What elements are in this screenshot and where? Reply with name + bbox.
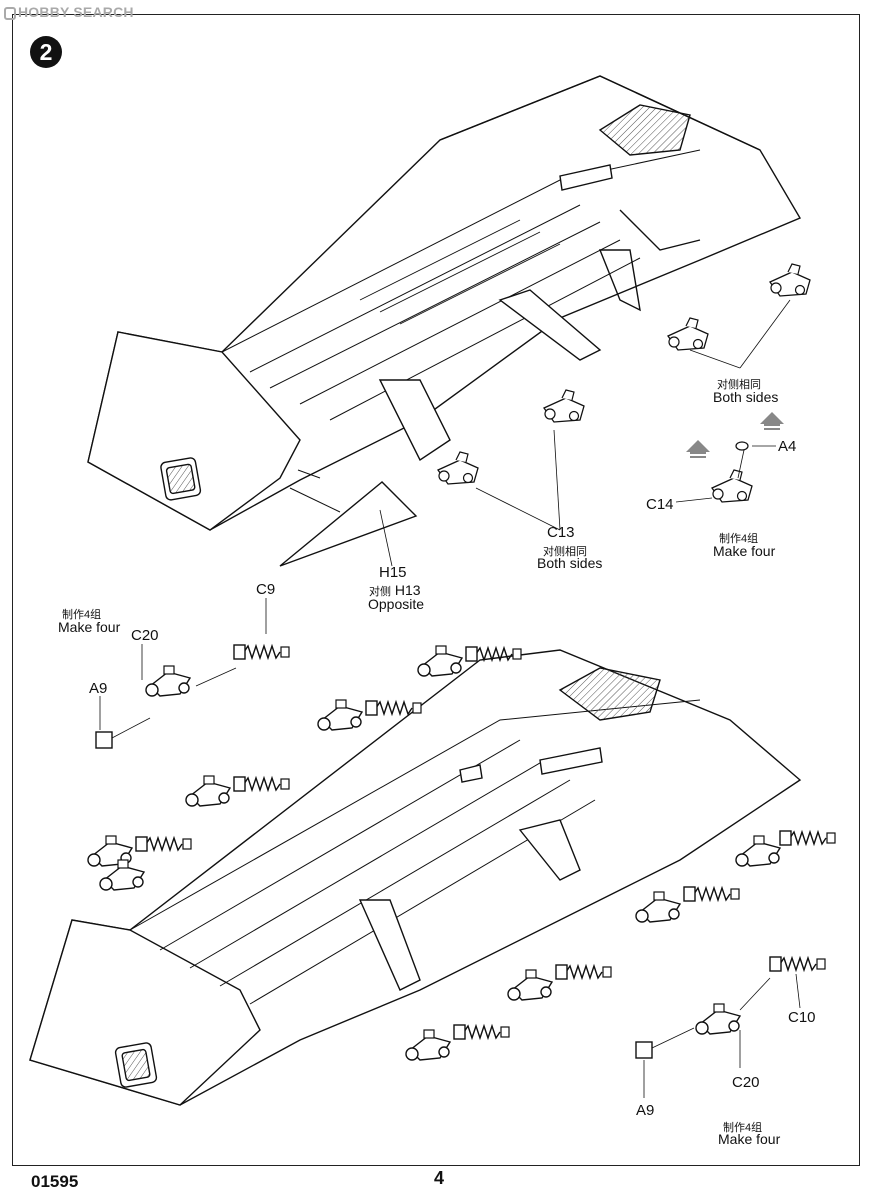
- upper-leader-lines: [379, 299, 791, 567]
- label-h13-cn: 对侧: [369, 586, 391, 598]
- page-number: 4: [434, 1168, 445, 1188]
- label-c20-right: C20: [732, 1074, 760, 1091]
- upper-hull-assembly: [87, 75, 802, 531]
- watermark: HOBBY SEARCH: [4, 4, 134, 20]
- label-opposite: Opposite: [368, 596, 425, 612]
- label-h15: H15: [379, 564, 407, 581]
- label-c13-cn: 对侧相同: [543, 546, 587, 558]
- direction-arrows: [686, 412, 784, 458]
- label-make4-top-en: Make four: [713, 543, 776, 559]
- hobby-logo-icon: [4, 7, 16, 20]
- h15-plate: [279, 481, 418, 567]
- product-code: 01595: [31, 1172, 79, 1191]
- page-border: [12, 14, 860, 1166]
- label-make4-right-en: Make four: [718, 1131, 781, 1147]
- label-c10: C10: [788, 1009, 816, 1026]
- right-exploded-parts: [635, 956, 826, 1059]
- label-a4: A4: [778, 438, 797, 455]
- watermark-text: HOBBY SEARCH: [18, 4, 134, 20]
- label-c13-en: Both sides: [537, 555, 603, 571]
- label-h13: H13: [394, 582, 421, 598]
- label-a9-left: A9: [89, 680, 108, 697]
- label-a9-right: A9: [636, 1102, 655, 1119]
- label-c14: C14: [646, 496, 674, 513]
- lower-hull-assembly: [29, 649, 802, 1106]
- label-c13: C13: [547, 524, 575, 541]
- label-make4-left-en: Make four: [58, 619, 121, 635]
- label-both-top-en: Both sides: [713, 389, 779, 405]
- label-c9: C9: [256, 581, 276, 598]
- label-both-top-cn: 对侧相同: [717, 379, 761, 391]
- label-make4-top-cn: 制作4组: [719, 533, 759, 545]
- label-make4-left-cn: 制作4组: [62, 609, 102, 621]
- step-number-badge: 2: [30, 36, 62, 68]
- label-c20-left: C20: [131, 627, 159, 644]
- label-h13-line: 对侧 H13: [369, 582, 421, 599]
- left-exploded-parts: [95, 644, 290, 749]
- label-make4-right-cn: 制作4组: [723, 1122, 763, 1134]
- a4-part: [735, 441, 749, 451]
- lower-leader-lines: [99, 598, 801, 1098]
